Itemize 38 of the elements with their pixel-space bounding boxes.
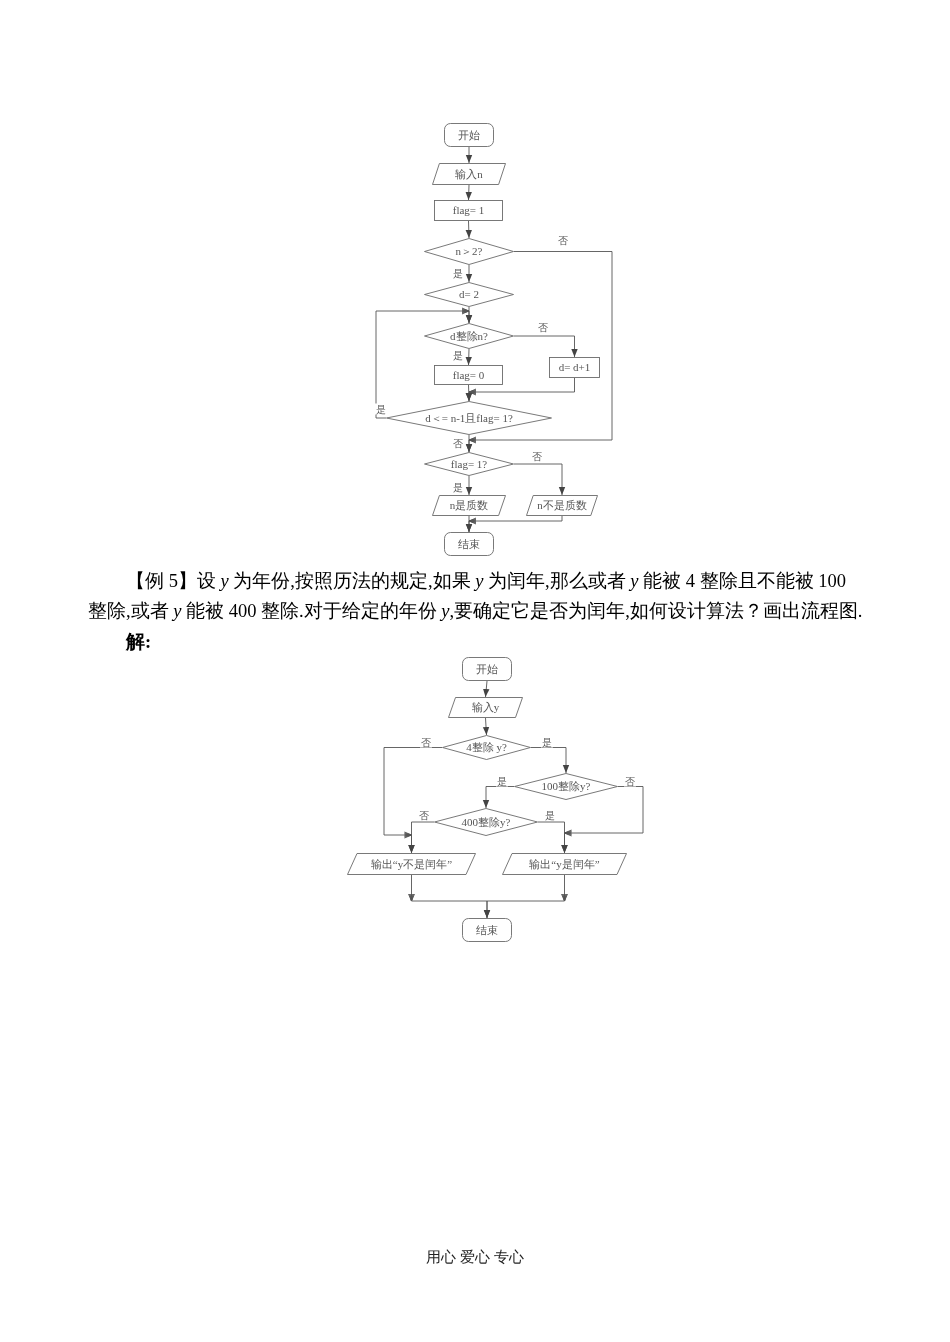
edge-label: 否: [420, 736, 432, 748]
io-parallelogram: 输出“y不是闰年”: [347, 853, 476, 875]
io-parallelogram: 输入y: [448, 697, 523, 718]
terminal-box: 开始: [444, 123, 494, 147]
footer-text: 用心 爱心 专心: [426, 1248, 524, 1267]
decision-diamond: n＞2?: [424, 238, 514, 265]
decision-diamond: flag= 1?: [424, 452, 514, 476]
edge-label: 否: [531, 450, 543, 462]
edge-label: 是: [544, 809, 556, 821]
decision-diamond: d整除n?: [424, 323, 514, 349]
terminal-box: 结束: [444, 532, 494, 556]
edge-label: 否: [624, 775, 636, 787]
edge-label: 否: [557, 234, 569, 246]
io-parallelogram: n是质数: [432, 495, 506, 516]
terminal-box: 开始: [462, 657, 512, 681]
decision-diamond: d＜= n-1且flag= 1?: [386, 401, 552, 435]
edge-label: 是: [496, 775, 508, 787]
decision-diamond: d= 2: [424, 282, 514, 307]
edge-label: 是: [452, 349, 464, 361]
edge-label: 否: [537, 321, 549, 333]
process-box: d= d+1: [549, 357, 600, 378]
io-parallelogram: 输出“y是闰年”: [502, 853, 627, 875]
edge-label: 是: [541, 736, 553, 748]
io-parallelogram: n不是质数: [526, 495, 598, 516]
edge-label: 否: [452, 437, 464, 449]
io-parallelogram: 输入n: [432, 163, 506, 185]
decision-diamond: 400整除y?: [434, 808, 538, 836]
process-box: flag= 1: [434, 200, 503, 221]
edge-label: 是: [452, 481, 464, 493]
process-box: flag= 0: [434, 365, 503, 385]
edge-label: 否: [418, 809, 430, 821]
terminal-box: 结束: [462, 918, 512, 942]
edge-label: 是: [375, 403, 387, 415]
decision-diamond: 4整除 y?: [442, 735, 531, 760]
edge-label: 是: [452, 267, 464, 279]
decision-diamond: 100整除y?: [514, 773, 618, 800]
problem-text: 【例 5】设 y 为年份,按照历法的规定,如果 y 为闰年,那么或者 y 能被 4 整除且不能被 100 整除,或者 y 能被 400 整除.对于给定的年份 y,要确定它是否为闰年,如何设计算法？画出流程图.: [88, 570, 864, 623]
solution-heading: 解:: [126, 631, 152, 654]
